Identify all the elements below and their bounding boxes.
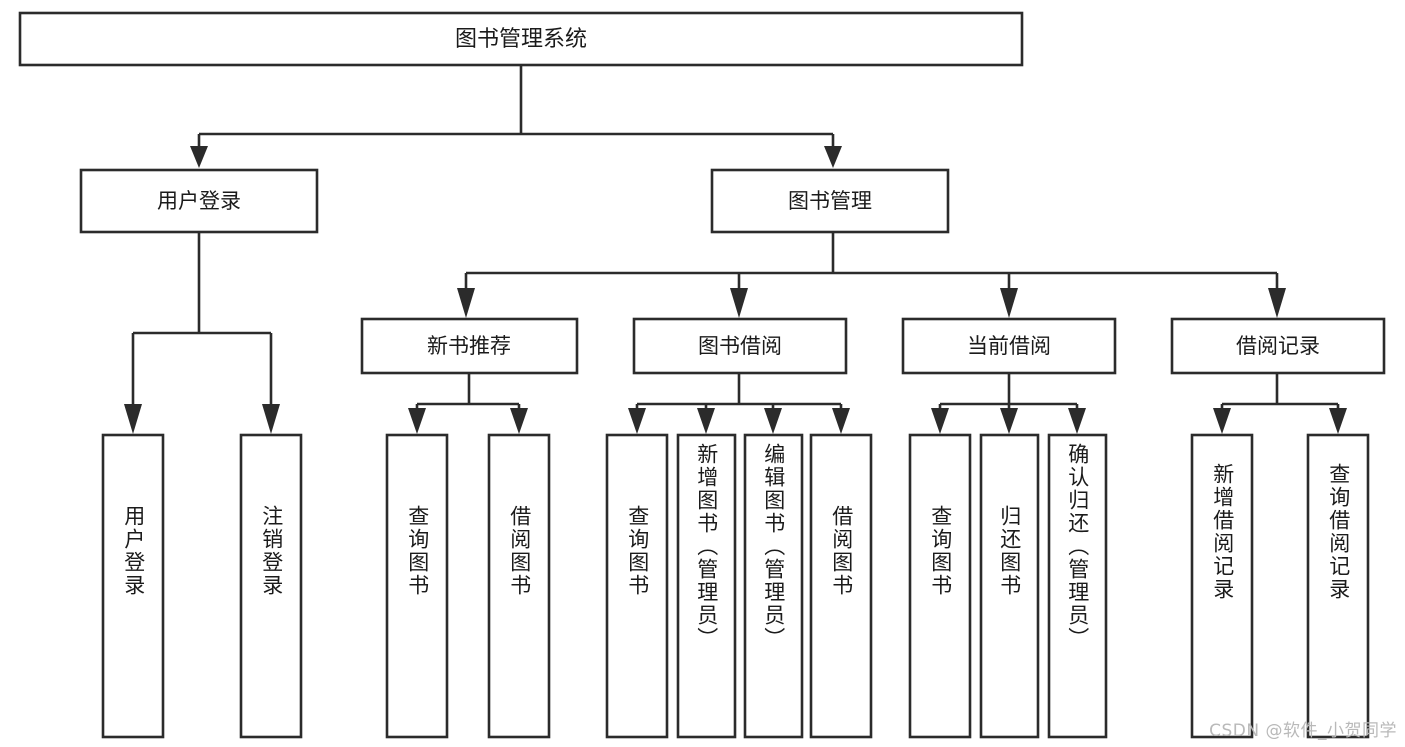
node-label: 当前借阅 <box>967 334 1051 358</box>
connector-borrow-to-leaves <box>628 373 850 434</box>
leaf-box-query-book-1[interactable] <box>385 433 449 739</box>
leaf-box-borrow-book-1[interactable] <box>487 433 551 739</box>
node-current-borrowing[interactable]: 当前借阅 <box>901 317 1117 375</box>
node-label: 图书借阅 <box>698 334 782 358</box>
leaf-box-borrow-book-2[interactable] <box>809 433 873 739</box>
connector-bookmgmt-to-level3 <box>457 232 1286 318</box>
leaf-box-query-borrow-record[interactable] <box>1306 433 1370 739</box>
leaf-box-add-borrow-record[interactable] <box>1190 433 1254 739</box>
node-label: 图书管理 <box>788 189 872 213</box>
leaf-box-logout[interactable] <box>239 433 303 739</box>
csdn-watermark: CSDN @软件_小贺同学 <box>1209 721 1397 741</box>
node-label: 图书管理系统 <box>455 27 587 52</box>
leaf-box-return-book[interactable] <box>979 433 1040 739</box>
node-book-management[interactable]: 图书管理 <box>710 168 950 234</box>
connector-userlogin-to-leaves <box>124 232 280 434</box>
leaf-box-query-book-3[interactable] <box>908 433 972 739</box>
node-label: 借阅记录 <box>1236 334 1320 358</box>
leaf-box-add-book-admin[interactable] <box>676 433 737 739</box>
leaf-box-confirm-return-admin[interactable] <box>1047 433 1108 739</box>
connector-records-to-leaves <box>1213 373 1347 434</box>
node-user-login[interactable]: 用户登录 <box>79 168 319 234</box>
connector-current-to-leaves <box>931 373 1086 434</box>
node-label: 用户登录 <box>157 189 241 213</box>
node-new-book-recommendation[interactable]: 新书推荐 <box>360 317 579 375</box>
node-borrow-records[interactable]: 借阅记录 <box>1170 317 1386 375</box>
node-book-borrowing[interactable]: 图书借阅 <box>632 317 848 375</box>
node-root-book-management-system[interactable]: 图书管理系统 <box>18 11 1024 67</box>
connector-newbook-to-leaves <box>408 373 528 434</box>
node-label: 新书推荐 <box>427 334 511 358</box>
leaf-box-edit-book-admin[interactable] <box>743 433 804 739</box>
leaf-box-user-login[interactable] <box>101 433 165 739</box>
leaf-box-query-book-2[interactable] <box>605 433 669 739</box>
connector-root-to-level2 <box>190 65 842 168</box>
